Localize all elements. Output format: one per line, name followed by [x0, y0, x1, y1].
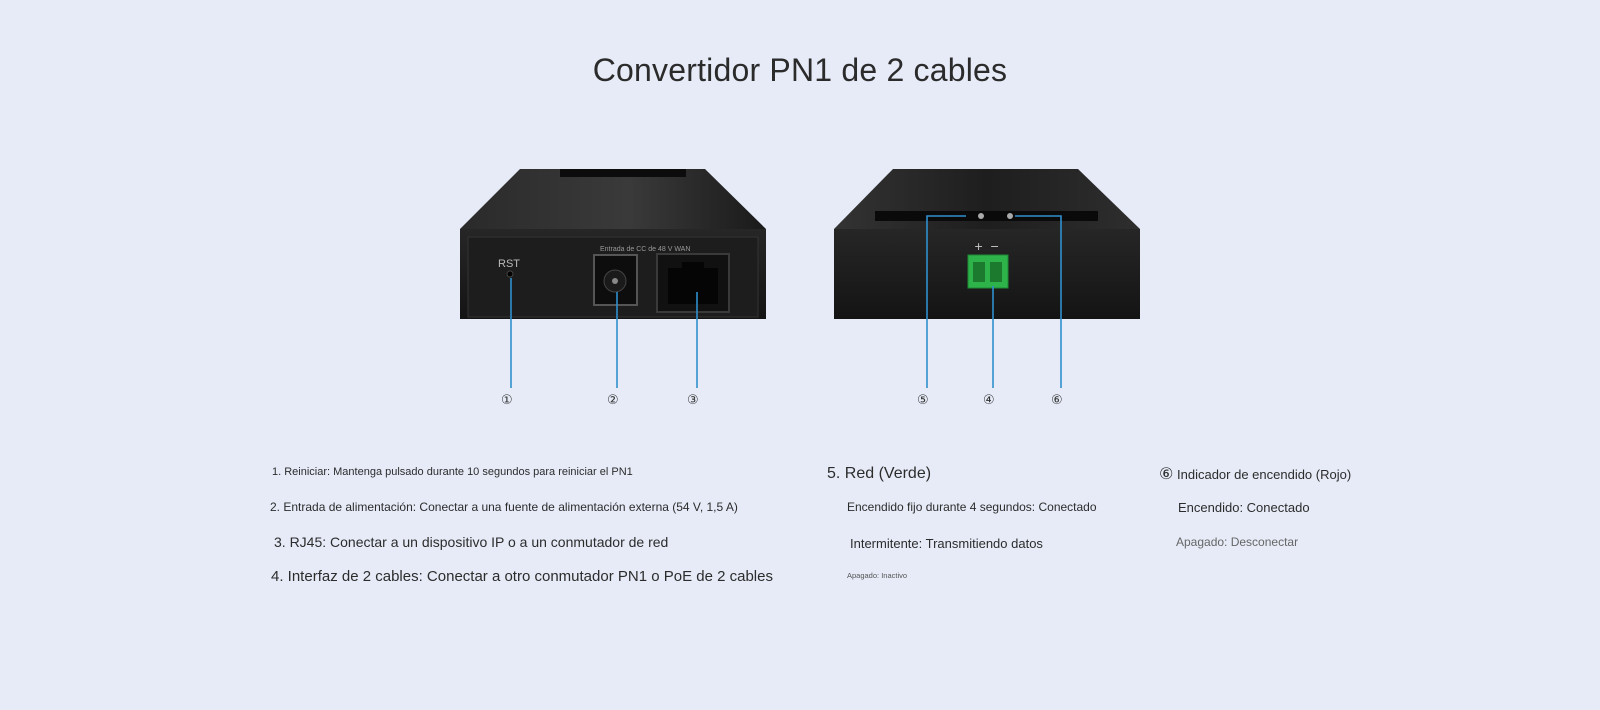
- terminal-minus-label: −: [990, 240, 999, 253]
- power-led-icon: [1007, 213, 1013, 219]
- page-title: Convertidor PN1 de 2 cables: [592, 52, 1008, 88]
- terminal-plus-label: +: [974, 240, 983, 253]
- device-front-view: RST Entrada de CC de 48 V WAN: [460, 169, 766, 319]
- desc-rj45: 3. RJ45: Conectar a un dispositivo IP o …: [274, 534, 669, 550]
- network-led-state-off: Apagado: Inactivo: [847, 571, 908, 580]
- network-led-state-solid: Encendido fijo durante 4 segundos: Conec…: [847, 500, 1097, 514]
- power-led-number: ⑥: [1159, 464, 1174, 483]
- rst-label: RST: [498, 258, 520, 270]
- callout-lines: [510, 215, 1062, 388]
- callout-1: ①: [501, 393, 513, 408]
- desc-reset: 1. Reiniciar: Mantenga pulsado durante 1…: [272, 466, 633, 478]
- reset-hole: [506, 270, 514, 278]
- network-led-state-blink: Intermitente: Transmitiendo datos: [850, 536, 1043, 551]
- desc-power-input: 2. Entrada de alimentación: Conectar a u…: [270, 500, 738, 514]
- network-led-icon: [978, 213, 984, 219]
- two-wire-terminal: [967, 254, 1009, 289]
- callout-6: ⑥: [1051, 393, 1063, 408]
- power-led-state-off: Apagado: Desconectar: [1176, 535, 1299, 549]
- power-led-heading: Indicador de encendido (Rojo): [1177, 467, 1352, 482]
- rj45-port: [656, 253, 730, 313]
- callout-2: ②: [607, 393, 619, 408]
- dc-jack: [593, 254, 638, 306]
- callout-5: ⑤: [917, 393, 929, 408]
- device-rear-view: + −: [834, 169, 1140, 319]
- port-label: Entrada de CC de 48 V WAN: [600, 246, 690, 253]
- network-led-heading: 5. Red (Verde): [827, 465, 932, 482]
- power-led-state-on: Encendido: Conectado: [1178, 500, 1310, 515]
- callout-4: ④: [983, 393, 995, 408]
- desc-two-wire: 4. Interfaz de 2 cables: Conectar a otro…: [271, 568, 773, 585]
- callout-3: ③: [687, 393, 699, 408]
